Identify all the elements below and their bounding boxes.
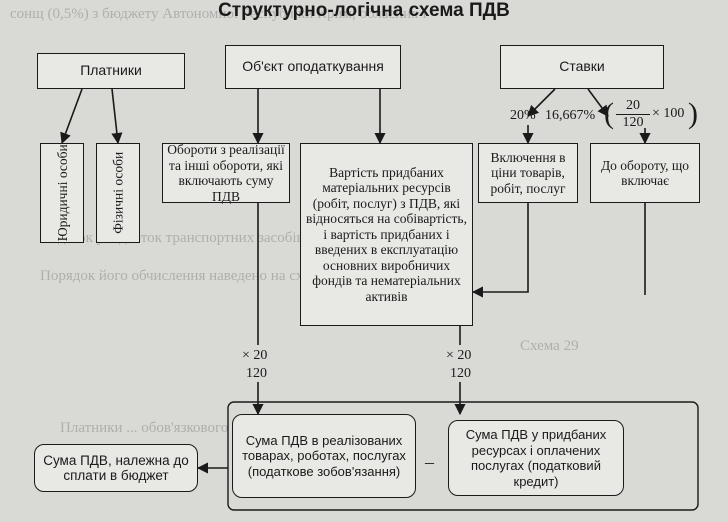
rate-16-label: 16,667% — [545, 108, 596, 123]
payers-header-label: Платники — [80, 62, 142, 79]
formula-multiplier: × 100 — [652, 106, 685, 121]
to-turnover-box: До обороту, що включає — [590, 143, 700, 203]
formula-paren-left: ( — [604, 97, 614, 130]
rate-formula: ( 20 120 × 100 ) — [604, 96, 698, 132]
object-header-label: Об'єкт оподаткування — [242, 58, 384, 75]
purchases-box: Вартість придбаних матеріальних ресурсів… — [300, 143, 473, 326]
included-in-prices-label: Включення в ціни товарів, робіт, послуг — [490, 149, 566, 196]
rates-header: Ставки — [500, 45, 664, 89]
legal-persons-label: Юридичні особи — [54, 144, 70, 242]
legal-persons-box: Юридичні особи — [40, 143, 84, 243]
turnover-label: Обороти з реалізації та інші обороти, як… — [167, 142, 285, 204]
tax-credit-box: Сума ПДВ у придбаних ресурсах і оплачени… — [448, 420, 624, 496]
rate-20-label: 20% — [510, 108, 536, 123]
diagram-title: Структурно-логічна схема ПДВ — [218, 0, 510, 21]
formula-paren-right: ) — [688, 97, 698, 130]
tax-credit-label: Сума ПДВ у придбаних ресурсах і оплачени… — [465, 427, 607, 489]
turnover-box: Обороти з реалізації та інші обороти, як… — [162, 142, 290, 204]
right-multiplier-den: 120 — [450, 366, 471, 381]
tax-liability-label: Сума ПДВ в реалізованих товарах, роботах… — [242, 432, 406, 479]
object-header: Об'єкт оподаткування — [225, 45, 401, 89]
purchases-label: Вартість придбаних матеріальних ресурсів… — [306, 164, 467, 304]
individuals-box: Фізичні особи — [96, 143, 140, 243]
right-multiplier-num: × 20 — [446, 348, 472, 363]
included-in-prices-box: Включення в ціни товарів, робіт, послуг — [478, 143, 578, 203]
minus-sign: – — [425, 452, 434, 472]
individuals-label: Фізичні особи — [110, 151, 126, 235]
to-turnover-label: До обороту, що включає — [600, 157, 690, 189]
formula-denominator: 120 — [622, 115, 644, 130]
tax-liability-box: Сума ПДВ в реалізованих товарах, роботах… — [232, 414, 416, 498]
left-multiplier-den: 120 — [246, 366, 267, 381]
tax-due-label: Сума ПДВ, належна до сплати в бюджет — [43, 452, 189, 484]
payers-header: Платники — [37, 53, 185, 89]
tax-due-box: Сума ПДВ, належна до сплати в бюджет — [34, 444, 198, 492]
rates-header-label: Ставки — [559, 58, 605, 75]
formula-numerator: 20 — [616, 98, 650, 115]
left-multiplier-num: × 20 — [242, 348, 268, 363]
